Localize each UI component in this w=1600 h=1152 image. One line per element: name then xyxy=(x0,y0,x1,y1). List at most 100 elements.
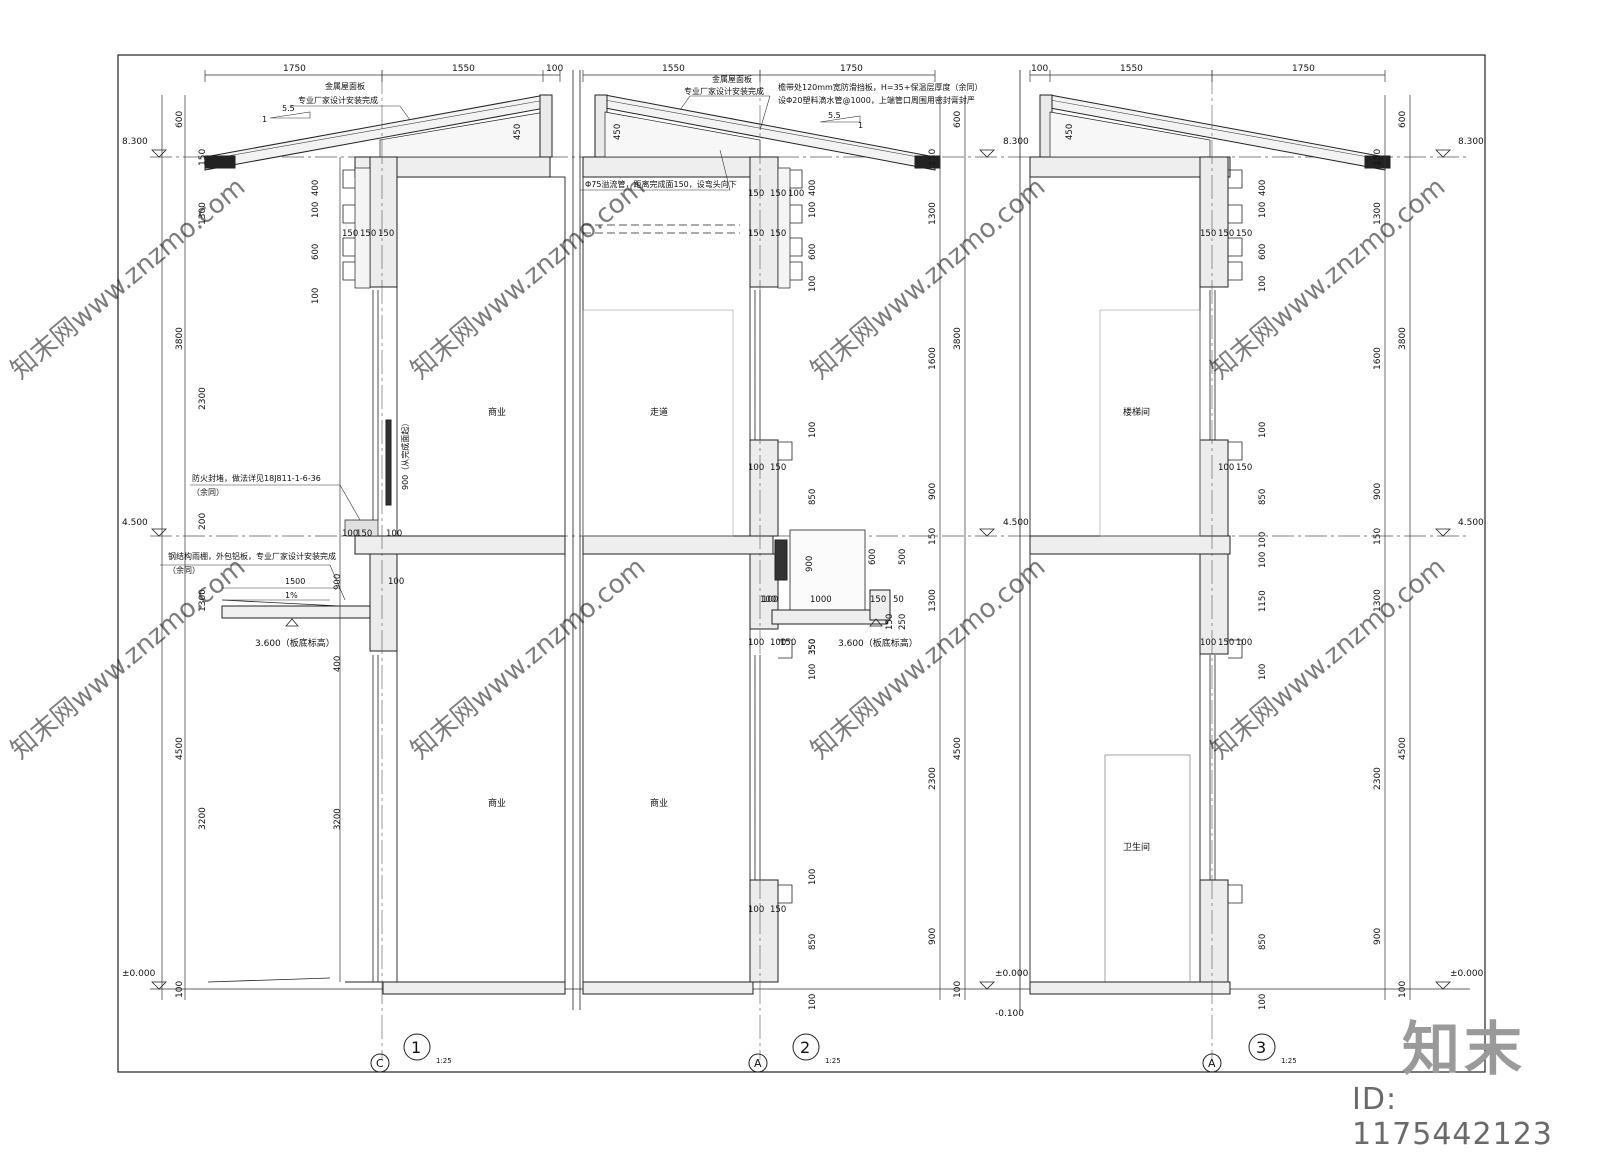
room-s2-lower: 商业 xyxy=(650,797,668,809)
s3dim-inner-6: 1300 xyxy=(1373,589,1383,612)
note-slope-left: 5.5 xyxy=(282,104,295,113)
s2w-2: 600 xyxy=(808,244,818,260)
s3w-13: 1150 xyxy=(1258,590,1268,612)
s2dim-inner-5: 150 xyxy=(928,528,938,545)
room-s1-upper: 商业 xyxy=(488,406,506,418)
s2c-4: 1000 xyxy=(810,595,832,605)
s2w-7: 150 xyxy=(770,189,786,199)
elev-right-roof: 8.300 xyxy=(1458,137,1484,147)
s1w-12: 400 xyxy=(333,656,343,672)
s2dim-outer-3: 4500 xyxy=(953,737,963,760)
section-2 xyxy=(572,70,941,1060)
s2w-15: 100 xyxy=(770,638,786,648)
note-roof-panel-1: 金属屋面板 xyxy=(325,81,365,91)
dim-s1-b: 1550 xyxy=(452,64,475,74)
s3w-8: 150 xyxy=(1236,463,1252,473)
annotation-notes: 金属屋面板 专业厂家设计安装完成 金属屋面板 专业厂家设计安装完成 檐带处120… xyxy=(168,74,982,600)
s3w-9: 100 xyxy=(1218,463,1234,473)
elev-left-floor2: 4.500 xyxy=(122,518,148,528)
s2c-7: 150 xyxy=(885,614,895,630)
dim-s3-c: 1750 xyxy=(1292,64,1315,74)
room-s1-lower: 商业 xyxy=(488,797,506,809)
s2w-3: 100 xyxy=(808,276,818,292)
s3w-16: 100 xyxy=(1236,638,1252,648)
s2dim-outer-2: 3800 xyxy=(953,327,963,350)
elev-right-floor2: 4.500 xyxy=(1458,518,1484,528)
s1w-1: 100 xyxy=(311,202,321,218)
dim-s2-a: 1550 xyxy=(662,64,685,74)
ldim-inner-5: 1300 xyxy=(198,589,208,612)
s3w-10: 850 xyxy=(1258,489,1268,505)
note-canopy-slope: 1% xyxy=(285,591,298,600)
s2w-21: 150 xyxy=(770,905,786,915)
elevation-triangles xyxy=(151,149,1451,990)
s2dim-inner-3: 1600 xyxy=(928,347,938,370)
drawing-frame xyxy=(117,54,1486,1073)
s2w-8: 150 xyxy=(748,189,764,199)
s3w-1: 100 xyxy=(1258,202,1268,218)
s3dim-outer-3: 4500 xyxy=(1398,737,1408,760)
elev-left-ground: ±0.000 xyxy=(122,969,156,979)
watermark-2: 知末网www.znzmo.com xyxy=(5,552,251,765)
s2w-22: 850 xyxy=(808,934,818,950)
ldim-inner-4: 200 xyxy=(198,513,208,530)
axis-s2: A xyxy=(754,1057,762,1070)
s2-right-dims: 600 3800 4500 100 150 1300 1600 900 150 … xyxy=(928,111,963,998)
section-3 xyxy=(1019,70,1391,1060)
note-fire-1: 防火封堵，做法详见18J811-1-6-36 xyxy=(192,473,321,483)
s3w-19: 100 xyxy=(1258,994,1268,1010)
s3dim-outer-1: 600 xyxy=(1398,111,1408,128)
elev-mid-floor2: 4.500 xyxy=(1003,518,1029,528)
s1w-13: 3200 xyxy=(333,808,343,830)
s1w-0: 400 xyxy=(311,180,321,196)
top-dimension-text: 1750 1550 100 1550 1750 100 1550 1750 xyxy=(283,64,1315,74)
note-slope-right-one: 1 xyxy=(858,121,863,130)
s3dim-outer-4: 100 xyxy=(1398,981,1408,998)
section-num-s3: 3 xyxy=(1256,1038,1266,1057)
s1w-14: 450 xyxy=(513,124,523,140)
s2c-6: 50 xyxy=(893,595,904,605)
s3w-6: 150 xyxy=(1236,229,1252,239)
s2c-1: 600 xyxy=(868,549,878,565)
s3w-2: 600 xyxy=(1258,244,1268,260)
slope-symbols xyxy=(222,111,861,601)
ldim-outer-3: 4500 xyxy=(175,737,185,760)
s3w-3: 100 xyxy=(1258,276,1268,292)
vertical-dimension-lines xyxy=(161,95,1411,1000)
s3w-20: 450 xyxy=(1065,124,1075,140)
s1w-2: 600 xyxy=(311,244,321,260)
s2w-0: 400 xyxy=(808,180,818,196)
s3w-12: 100 xyxy=(1258,552,1268,568)
s2c-2: 500 xyxy=(898,549,908,565)
s2-wall-dims: 400 100 600 100 150 150 100 150 150 100 … xyxy=(613,124,818,1010)
s1w-8: 150 xyxy=(356,529,372,539)
watermark-3: 知末网www.znzmo.com xyxy=(405,172,651,385)
s3w-15: 150 xyxy=(1218,638,1234,648)
section-num-s2: 2 xyxy=(800,1038,810,1057)
s1w-3: 100 xyxy=(311,288,321,304)
room-labels: 商业 商业 走道 商业 楼梯间 卫生间 xyxy=(488,406,1150,853)
watermarks: 知末网www.znzmo.com 知末网www.znzmo.com 知末网www… xyxy=(5,172,1451,765)
s3w-18: 850 xyxy=(1258,934,1268,950)
note-overflow: Φ75溢流管，距离完成面150，设弯头向下 xyxy=(585,179,737,189)
note-canopy-len: 1500 xyxy=(285,577,305,586)
section-scale-s3: 1:25 xyxy=(1281,1057,1297,1065)
top-dimension-lines xyxy=(204,70,1386,82)
s2dim-inner-8: 900 xyxy=(928,928,938,945)
s2c-3: 100 xyxy=(762,595,778,605)
s3dim-outer-2: 3800 xyxy=(1398,327,1408,350)
elev-mid-ground: ±0.000 xyxy=(995,969,1029,979)
s1w-7: 100 xyxy=(386,529,402,539)
s3dim-inner-4: 900 xyxy=(1373,483,1383,500)
ldim-inner-1: 150 xyxy=(198,149,208,166)
left-dims: 600 3800 4500 100 150 1300 2300 200 1300… xyxy=(175,111,208,998)
section-1 xyxy=(204,70,566,1060)
s1w-6: 150 xyxy=(378,229,394,239)
dim-s3-a: 100 xyxy=(1031,64,1048,74)
ldim-inner-3: 2300 xyxy=(198,387,208,410)
s2dim-inner-7: 2300 xyxy=(928,767,938,790)
section-mark-circles xyxy=(370,1033,1276,1073)
dim-s1-a: 1750 xyxy=(283,64,306,74)
note-slope-left-one: 1 xyxy=(262,115,267,124)
